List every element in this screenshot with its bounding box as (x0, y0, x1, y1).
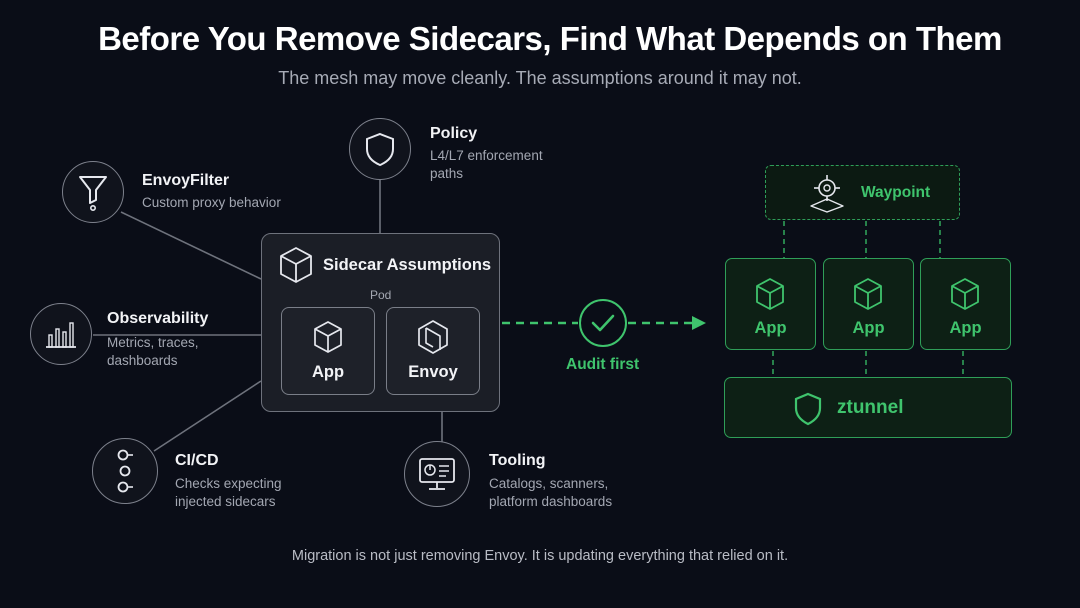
connector-cicd (153, 380, 262, 452)
observability-desc-line-1: Metrics, traces, (107, 335, 199, 350)
policy-desc-line-1: L4/L7 enforcement (430, 148, 543, 163)
pod-envoy-label: Envoy (408, 363, 458, 381)
envoyfilter-node (62, 161, 124, 223)
footer-caption: Migration is not just removing Envoy. It… (291, 548, 789, 564)
crosshair-icon (810, 175, 844, 213)
cicd-node (92, 438, 158, 504)
app-1-cube-icon (756, 278, 784, 310)
ztunnel-shield-icon (794, 392, 822, 426)
ztunnel-label: ztunnel (837, 397, 904, 418)
bar-chart-icon (46, 322, 76, 348)
shield-icon (366, 132, 394, 167)
pipeline-icon (117, 449, 133, 493)
app-cube-icon (314, 321, 342, 353)
policy-node (349, 118, 411, 180)
page-title: Before You Remove Sidecars, Find What De… (98, 20, 1002, 57)
ambient-app-label-1: App (754, 319, 787, 337)
observability-title: Observability (107, 310, 209, 327)
monitor-icon (419, 458, 455, 490)
observability-node (30, 303, 92, 365)
observability-desc-line-2: dashboards (107, 353, 178, 368)
ambient-app-label-3: App (949, 319, 982, 337)
funnel-icon (79, 176, 107, 211)
pod-app-label: App (311, 363, 345, 381)
cicd-title: CI/CD (175, 452, 219, 469)
cicd-desc: Checks expecting injected sidecars (175, 475, 282, 511)
envoyfilter-desc-line-1: Custom proxy behavior (142, 195, 281, 210)
cicd-desc-line-2: injected sidecars (175, 494, 276, 509)
tooling-desc: Catalogs, scanners, platform dashboards (489, 475, 612, 511)
audit-label: Audit first (566, 356, 640, 373)
tooling-title: Tooling (489, 452, 546, 469)
policy-desc: L4/L7 enforcement paths (430, 147, 543, 183)
page-subtitle: The mesh may move cleanly. The assumptio… (278, 68, 802, 88)
connector-envoyfilter (120, 211, 262, 280)
policy-title: Policy (430, 125, 478, 142)
tooling-desc-line-2: platform dashboards (489, 494, 613, 509)
tooling-node (404, 441, 470, 507)
tooling-desc-line-1: Catalogs, scanners, (489, 476, 609, 491)
check-icon (591, 314, 615, 332)
flow-arrowhead (692, 316, 706, 330)
ambient-app-label-2: App (852, 319, 885, 337)
policy-desc-line-2: paths (430, 166, 464, 181)
app-2-cube-icon (854, 278, 882, 310)
pod-label: Pod (370, 288, 392, 302)
envoyfilter-title: EnvoyFilter (142, 172, 230, 189)
sidecar-assumptions-title: Sidecar Assumptions (323, 256, 492, 274)
envoy-icon (418, 320, 448, 354)
waypoint-box (765, 165, 960, 220)
ztunnel-box (724, 377, 1012, 438)
cicd-desc-line-1: Checks expecting (175, 476, 282, 491)
app-3-cube-icon (951, 278, 979, 310)
waypoint-label: Waypoint (861, 184, 931, 201)
observability-desc: Metrics, traces, dashboards (107, 334, 199, 370)
envoyfilter-desc: Custom proxy behavior (142, 194, 281, 212)
cube-icon (280, 247, 312, 283)
audit-node (579, 299, 627, 347)
